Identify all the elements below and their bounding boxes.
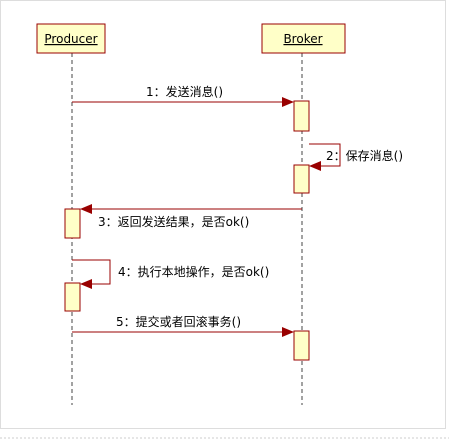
- message-2: 2：保存消息(): [309, 143, 403, 171]
- activation-bar: [293, 100, 310, 132]
- message-2-arrow: [309, 143, 341, 171]
- message-5-label: 5：提交或者回滚事务(): [116, 314, 241, 329]
- message-4-arrow: [72, 259, 111, 289]
- message-1-label: 1：发送消息(): [146, 84, 223, 99]
- message-4: 4：执行本地操作，是否ok(): [72, 259, 269, 289]
- message-3: 3：返回发送结果，是否ok(): [80, 204, 302, 229]
- activation-bar: [293, 330, 310, 361]
- message-3-label: 3：返回发送结果，是否ok(): [98, 214, 249, 229]
- panel-border: [0, 0, 446, 429]
- participant-broker-label: Broker: [283, 32, 322, 46]
- participant-broker: Broker: [261, 23, 346, 54]
- activation-bar: [64, 282, 81, 312]
- message-1: 1：发送消息(): [72, 84, 294, 107]
- message-2-label: 2：保存消息(): [326, 148, 403, 163]
- participant-producer-label: Producer: [44, 32, 97, 46]
- activation-bar: [293, 164, 310, 194]
- activation-bar: [64, 208, 81, 239]
- message-4-label: 4：执行本地操作，是否ok(): [118, 264, 269, 279]
- message-5: 5：提交或者回滚事务(): [72, 314, 294, 337]
- participant-producer: Producer: [36, 23, 106, 54]
